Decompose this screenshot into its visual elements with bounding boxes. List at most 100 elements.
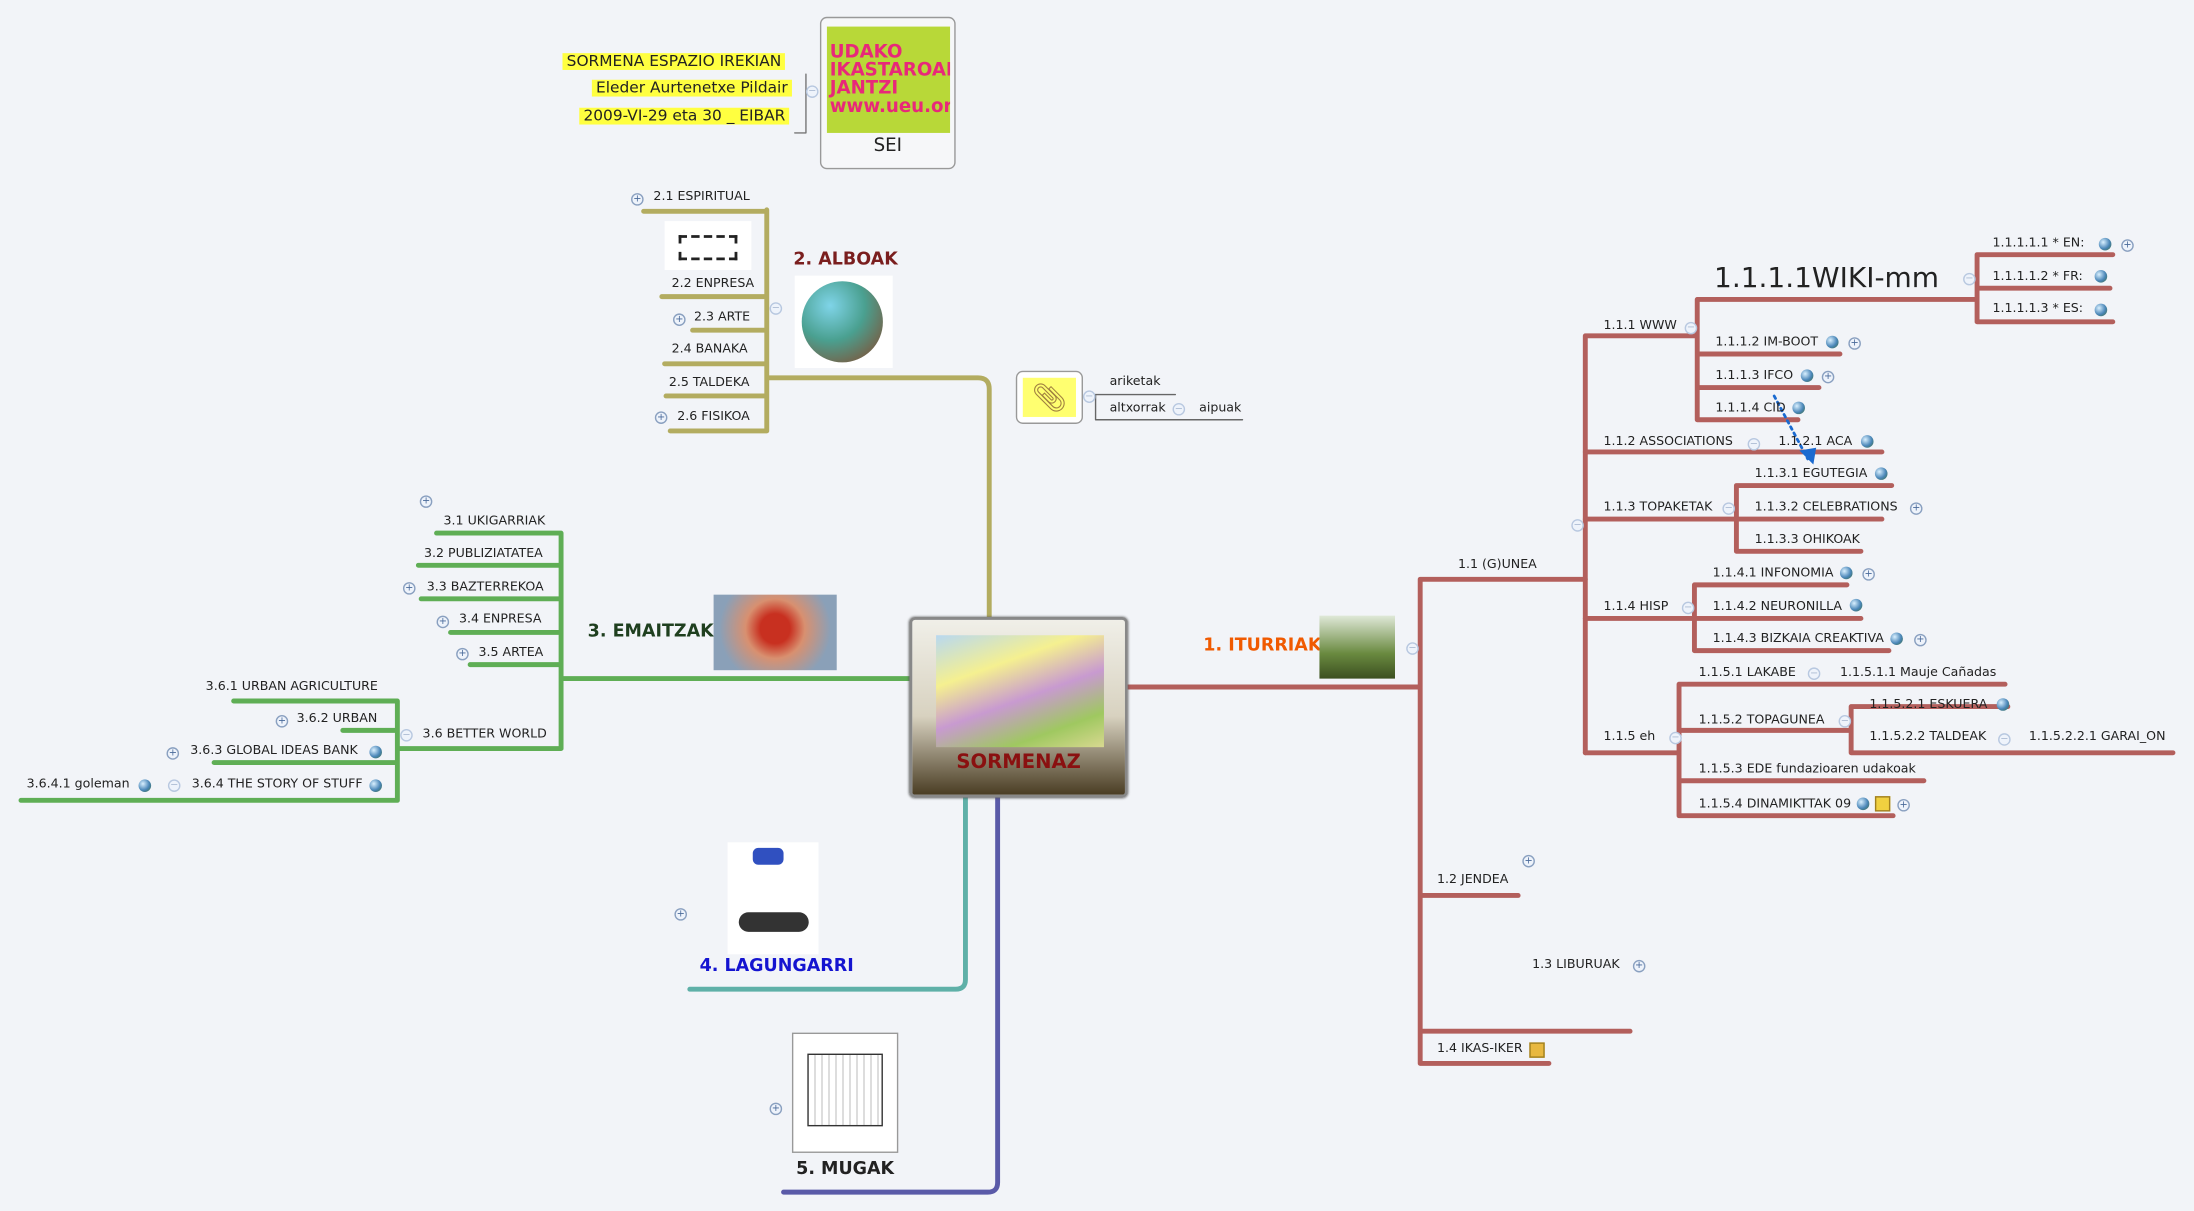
node-1114[interactable]: 1.1.1.4 CID xyxy=(1715,401,1786,416)
node-113[interactable]: 1.1.3 TOPAKETAK xyxy=(1603,500,1713,515)
node-1133[interactable]: 1.1.3.3 OHIKOAK xyxy=(1754,533,1860,548)
attachment-node[interactable]: 📎︎ xyxy=(1015,370,1083,424)
collapse-node-icon[interactable]: − xyxy=(1963,272,1976,286)
node-1111[interactable]: 1.1.1.1WIKI-mm xyxy=(1714,260,1940,294)
collapse-node-icon[interactable]: − xyxy=(1669,731,1682,745)
collapse-node-icon[interactable]: − xyxy=(805,85,819,98)
web-link-icon[interactable] xyxy=(369,779,382,792)
expand-node-icon[interactable]: + xyxy=(674,908,688,921)
node-364[interactable]: 3.6.4 THE STORY OF STUFF xyxy=(191,777,363,792)
node-1153[interactable]: 1.1.5.3 EDE fundazioaren udakoak xyxy=(1698,762,1916,777)
node-11112[interactable]: 1.1.1.1.2 * FR: xyxy=(1992,270,2083,285)
collapse-node-icon[interactable]: − xyxy=(1172,402,1186,416)
web-link-icon[interactable] xyxy=(2094,270,2108,283)
web-link-icon[interactable] xyxy=(2094,303,2108,317)
node-33[interactable]: 3.3 BAZTERREKOA xyxy=(426,580,544,595)
node-14[interactable]: 1.4 IKAS-IKER xyxy=(1436,1042,1523,1057)
node-1152[interactable]: 1.1.5.2 TOPAGUNEA xyxy=(1698,713,1825,728)
node-13[interactable]: 1.3 LIBURUAK xyxy=(1532,958,1620,973)
node-25[interactable]: 2.5 TALDEKA xyxy=(668,376,750,391)
expand-node-icon[interactable]: + xyxy=(1862,568,1875,581)
node-111[interactable]: 1.1.1 WWW xyxy=(1603,319,1677,334)
node-21[interactable]: 2.1 ESPIRITUAL xyxy=(653,190,750,205)
collapse-node-icon[interactable]: − xyxy=(1722,502,1736,515)
node-1143[interactable]: 1.1.4.3 BIZKAIA CREAKTIVA xyxy=(1712,632,1884,647)
expand-node-icon[interactable]: + xyxy=(1522,854,1535,868)
attachment-item-ariketak[interactable]: ariketak xyxy=(1109,374,1161,389)
collapse-node-icon[interactable]: − xyxy=(1998,733,2011,746)
node-11[interactable]: 1.1 (G)UNEA xyxy=(1457,558,1537,573)
node-24[interactable]: 2.4 BANAKA xyxy=(671,342,748,357)
expand-node-icon[interactable]: + xyxy=(1914,633,1927,647)
attachment-item-altxorrak[interactable]: altxorrak xyxy=(1109,401,1166,416)
expand-node-icon[interactable]: + xyxy=(419,495,433,508)
branch-label-iturriak[interactable]: 1. ITURRIAK xyxy=(1203,633,1322,655)
web-link-icon[interactable] xyxy=(1856,797,1870,811)
expand-node-icon[interactable]: + xyxy=(654,411,668,424)
attachment-item-aipuak[interactable]: aipuak xyxy=(1199,401,1242,416)
folder-icon[interactable] xyxy=(1529,1042,1545,1058)
node-23[interactable]: 2.3 ARTE xyxy=(694,310,751,325)
node-1113[interactable]: 1.1.1.3 IFCO xyxy=(1715,369,1794,384)
expand-node-icon[interactable]: + xyxy=(436,615,450,629)
expand-node-icon[interactable]: + xyxy=(1632,959,1646,973)
node-112[interactable]: 1.1.2 ASSOCIATIONS xyxy=(1603,435,1733,450)
expand-node-icon[interactable]: + xyxy=(769,1102,783,1116)
sei-note-2[interactable]: Eleder Aurtenetxe Pildair xyxy=(591,79,792,97)
collapse-node-icon[interactable]: − xyxy=(769,302,783,315)
web-link-icon[interactable] xyxy=(1825,335,1839,349)
web-link-icon[interactable] xyxy=(1849,598,1863,612)
node-362[interactable]: 3.6.2 URBAN xyxy=(296,712,378,727)
collapse-node-icon[interactable]: − xyxy=(1571,519,1584,532)
node-12[interactable]: 1.2 JENDEA xyxy=(1436,873,1509,888)
web-link-icon[interactable] xyxy=(1800,369,1814,382)
expand-node-icon[interactable]: + xyxy=(1821,370,1835,384)
node-1132[interactable]: 1.1.3.2 CELEBRATIONS xyxy=(1754,500,1898,515)
collapse-node-icon[interactable]: − xyxy=(1082,390,1096,403)
sei-note-1[interactable]: SORMENA ESPAZIO IREKIAN xyxy=(562,52,786,70)
expand-node-icon[interactable]: + xyxy=(275,714,289,728)
node-22[interactable]: 2.2 ENPRESA xyxy=(671,277,755,292)
web-link-icon[interactable] xyxy=(1890,632,1903,646)
node-35[interactable]: 3.5 ARTEA xyxy=(478,646,544,661)
node-34[interactable]: 3.4 ENPRESA xyxy=(458,612,542,627)
node-11522[interactable]: 1.1.5.2.2 TALDEAK xyxy=(1869,730,1987,745)
collapse-node-icon[interactable]: − xyxy=(400,728,413,742)
node-11511[interactable]: 1.1.5.1.1 Mauje Cañadas xyxy=(1839,666,1997,681)
node-11113[interactable]: 1.1.1.1.3 * ES: xyxy=(1992,302,2084,317)
collapse-node-icon[interactable]: − xyxy=(1838,714,1852,728)
expand-node-icon[interactable]: + xyxy=(1848,337,1861,350)
expand-node-icon[interactable]: + xyxy=(1909,502,1923,515)
web-link-icon[interactable] xyxy=(138,779,152,792)
branch-label-mugak[interactable]: 5. MUGAK xyxy=(796,1157,895,1179)
web-link-icon[interactable] xyxy=(369,745,382,759)
web-link-icon[interactable] xyxy=(1839,566,1853,580)
web-link-icon[interactable] xyxy=(1860,435,1874,448)
collapse-node-icon[interactable]: − xyxy=(1681,601,1695,615)
node-1141[interactable]: 1.1.4.1 INFONOMIA xyxy=(1712,566,1834,581)
collapse-node-icon[interactable]: − xyxy=(1807,667,1821,681)
collapse-node-icon[interactable]: − xyxy=(1684,321,1698,335)
central-node[interactable]: SORMENAZ xyxy=(909,617,1128,798)
expand-node-icon[interactable]: + xyxy=(2121,239,2134,252)
node-1151[interactable]: 1.1.5.1 LAKABE xyxy=(1698,666,1796,681)
note-icon[interactable] xyxy=(1874,796,1891,812)
expand-node-icon[interactable]: + xyxy=(1897,798,1910,812)
node-1154[interactable]: 1.1.5.4 DINAMIKTTAK 09 xyxy=(1698,797,1852,812)
node-31[interactable]: 3.1 UKIGARRIAK xyxy=(443,514,546,529)
node-1131[interactable]: 1.1.3.1 EGUTEGIA xyxy=(1754,467,1868,482)
web-link-icon[interactable] xyxy=(1792,401,1805,415)
node-363[interactable]: 3.6.3 GLOBAL IDEAS BANK xyxy=(190,744,358,759)
web-link-icon[interactable] xyxy=(2098,237,2112,251)
node-36[interactable]: 3.6 BETTER WORLD xyxy=(422,727,547,742)
collapse-node-icon[interactable]: − xyxy=(1747,437,1761,451)
node-11111[interactable]: 1.1.1.1.1 * EN: xyxy=(1992,236,2085,251)
collapse-node-icon[interactable]: − xyxy=(1406,642,1419,655)
sei-node[interactable]: UDAKO IKASTAROAK JANTZI www.ueu.org SEI xyxy=(819,16,956,170)
branch-label-emaitzak[interactable]: 3. EMAITZAK xyxy=(587,619,714,641)
branch-label-alboak[interactable]: 2. ALBOAK xyxy=(793,247,898,269)
node-11521[interactable]: 1.1.5.2.1 ESKUERA xyxy=(1869,698,1988,713)
expand-node-icon[interactable]: + xyxy=(402,582,416,595)
node-32[interactable]: 3.2 PUBLIZIATATEA xyxy=(423,547,543,562)
